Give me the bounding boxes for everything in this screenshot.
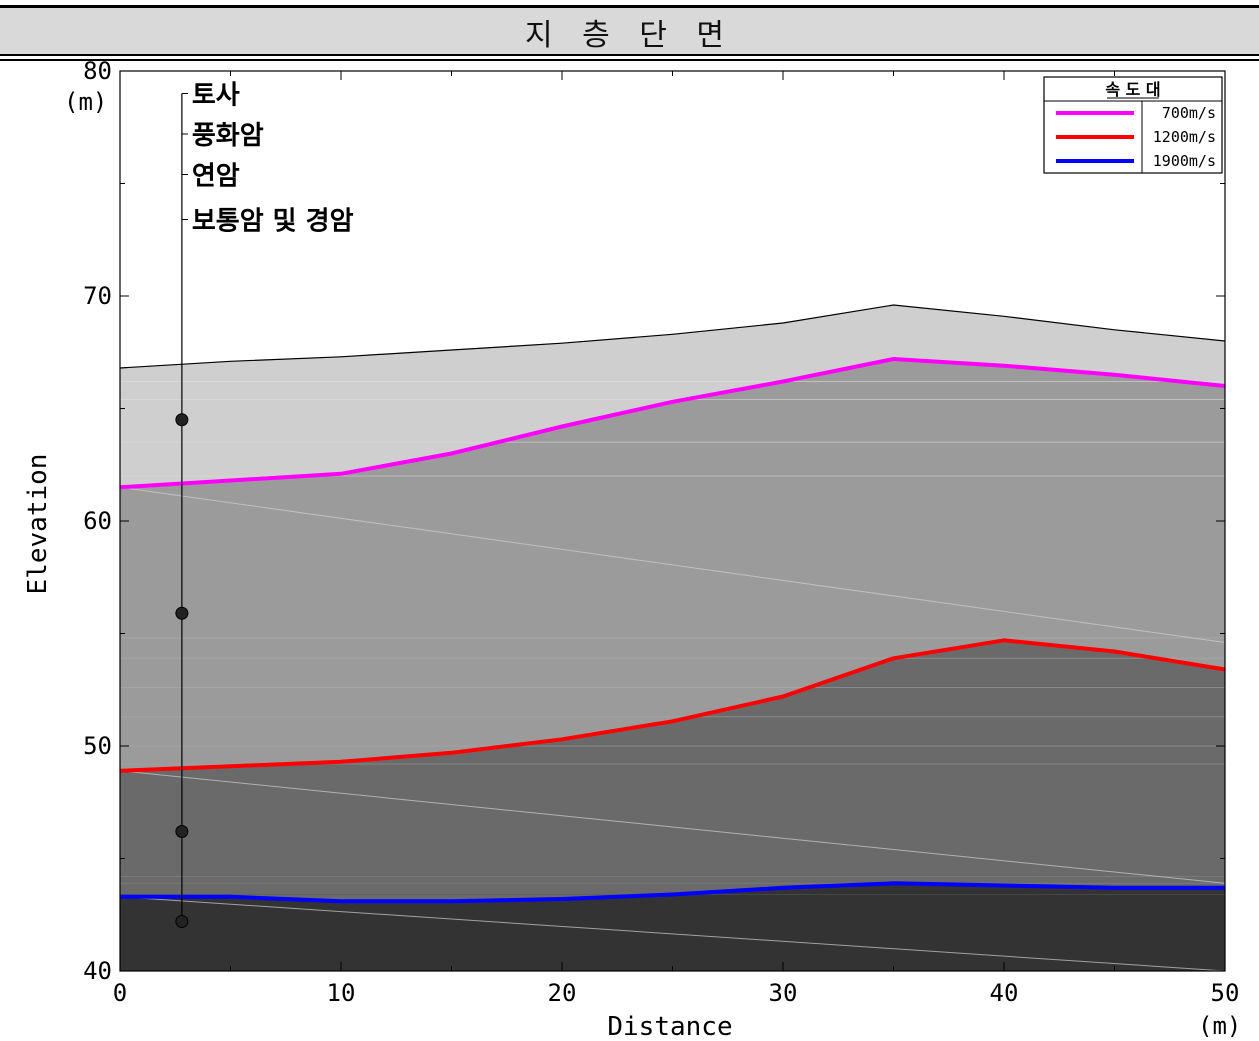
y-axis-unit: (m) — [64, 88, 107, 116]
y-tick-label-70: 70 — [83, 282, 112, 310]
borehole-label-2: 풍화암 — [192, 121, 264, 151]
diagonal-line-3 — [119, 896, 1226, 972]
borehole-label-1: 토사 — [192, 81, 240, 111]
y-tick-label-40: 40 — [83, 957, 112, 985]
borehole-marker-1 — [175, 413, 189, 427]
y-tick-label-80: 80 — [83, 57, 112, 85]
diagonal-line-1 — [119, 486, 1226, 643]
x-tick-label-0: 0 — [113, 979, 127, 1007]
borehole-marker-2 — [175, 606, 189, 620]
velocity-boundary-lines — [119, 304, 1226, 904]
title-rule-bottom-2 — [0, 59, 1259, 61]
layer-fill-1 — [120, 305, 1225, 488]
legend-box — [1043, 76, 1223, 174]
legend-title: 속 도 대 — [1105, 80, 1160, 99]
title-rule-top — [0, 5, 1259, 8]
legend-label-700m/s: 700m/s — [1162, 104, 1216, 122]
layer-fills — [119, 305, 1226, 972]
x-tick-label-30: 30 — [769, 979, 798, 1007]
title-background — [0, 8, 1259, 54]
x-tick-label-20: 20 — [548, 979, 577, 1007]
layer-fill-3 — [120, 640, 1225, 902]
ground-surface-line — [119, 304, 1226, 369]
x-tick-label-10: 10 — [327, 979, 356, 1007]
borehole-marker-4 — [175, 915, 189, 928]
x-axis-title: Distance — [607, 1012, 732, 1041]
y-tick-label-50: 50 — [83, 732, 112, 760]
diagonal-line-2 — [119, 770, 1226, 884]
x-tick-label-40: 40 — [990, 979, 1019, 1007]
x-axis-unit: (m) — [1198, 1012, 1241, 1040]
borehole-label-3: 연암 — [192, 162, 240, 192]
y-tick-label-60: 60 — [83, 507, 112, 535]
legend-label-1200m/s: 1200m/s — [1153, 128, 1216, 146]
y-axis-title: Elevation — [23, 454, 53, 595]
x-tick-label-50: 50 — [1211, 979, 1240, 1007]
title-bar: 지 층 단 면 — [0, 0, 1259, 62]
series-line-1900m/s — [120, 881, 1225, 904]
series-line-700m/s — [119, 357, 1226, 490]
chart-title: 지 층 단 면 — [524, 18, 734, 53]
axes: 0 10 20 30 40 50 40 50 60 70 80 — [83, 57, 1239, 1007]
layer-fill-4 — [120, 883, 1225, 971]
borehole-marker-3 — [175, 825, 189, 838]
series-line-1200m/s — [119, 638, 1226, 773]
legend-label-1900m/s: 1900m/s — [1153, 152, 1216, 170]
borehole-label-4: 보통암 및 경암 — [192, 207, 354, 237]
title-rule-bottom-1 — [0, 54, 1259, 56]
